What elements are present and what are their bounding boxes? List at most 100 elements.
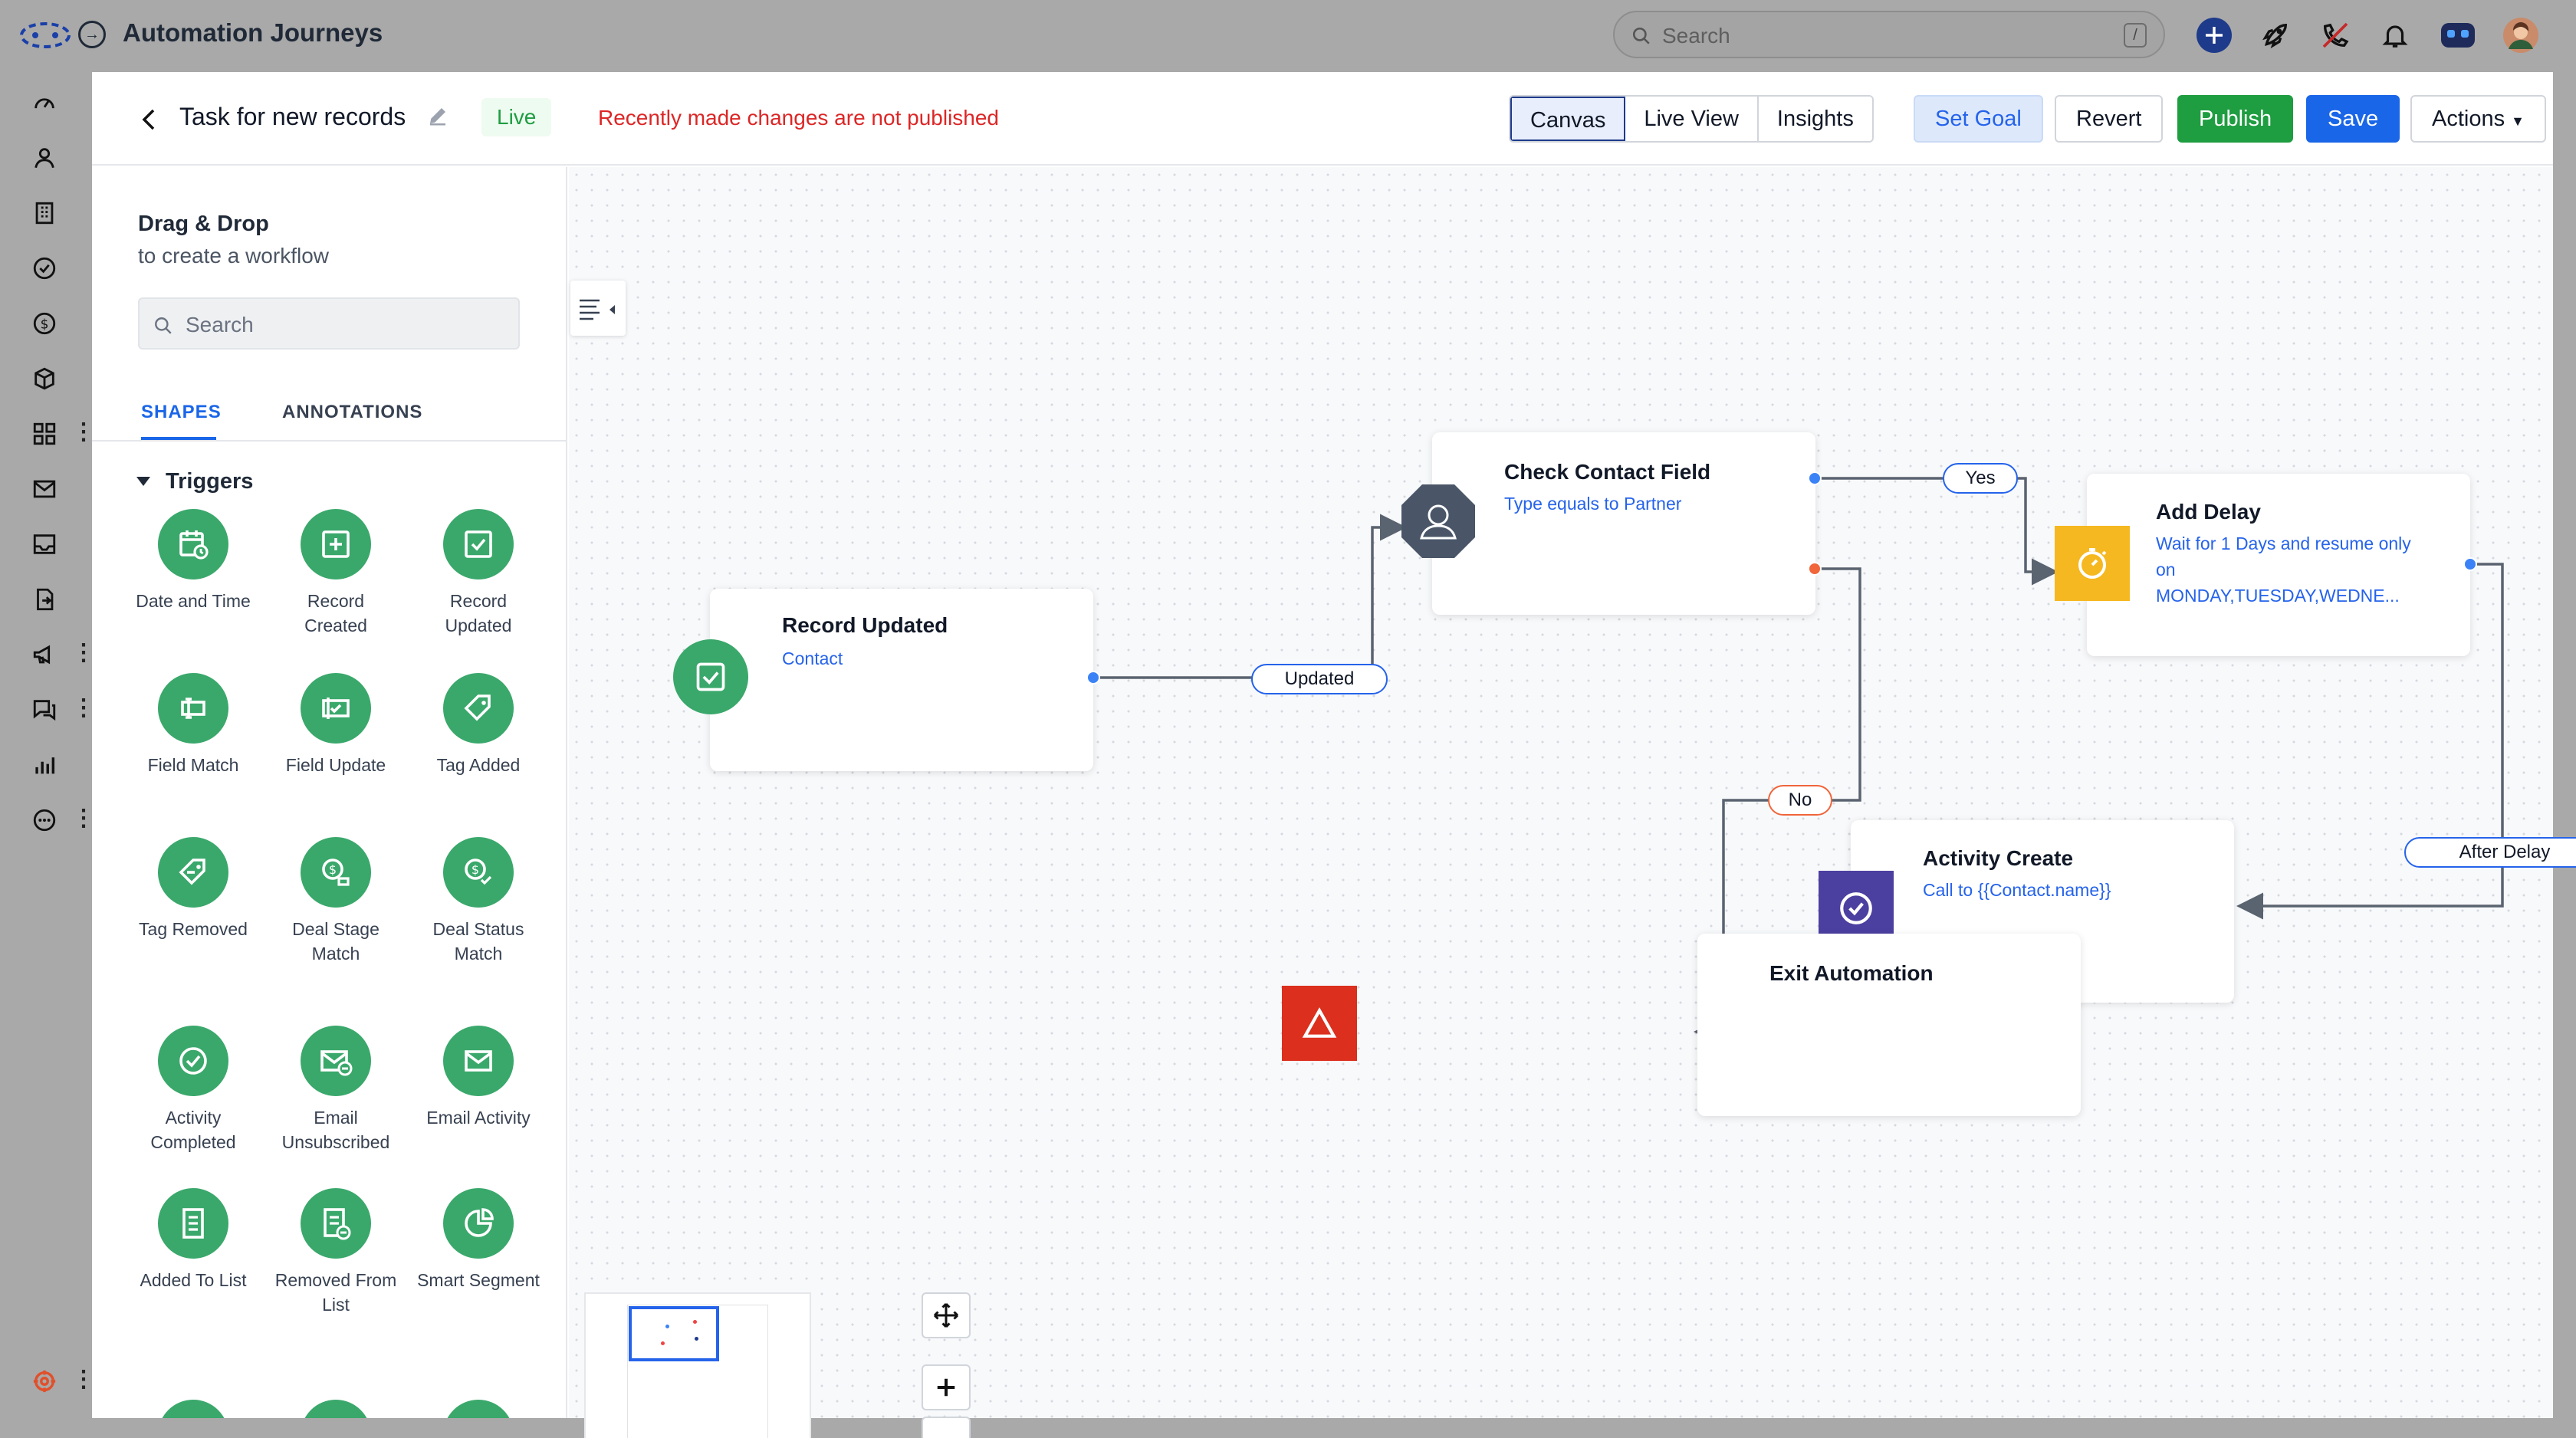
publish-button[interactable]: Publish	[2177, 95, 2294, 143]
tab-annotations[interactable]: ANNOTATIONS	[282, 402, 423, 422]
revert-button[interactable]: Revert	[2055, 95, 2164, 143]
reports-icon[interactable]	[28, 748, 61, 782]
shape-record-updated[interactable]: Record Updated	[417, 509, 540, 638]
node-record-updated[interactable]: Record Updated Contact	[710, 589, 1093, 771]
bell-icon[interactable]	[2377, 17, 2413, 54]
activity-icon[interactable]	[1819, 871, 1894, 946]
chat-more-icon[interactable]: ⋮	[72, 695, 95, 721]
shape-email-activity[interactable]: Email Activity	[417, 1026, 540, 1130]
app-title: Automation Journeys	[123, 18, 383, 47]
minimap-viewport[interactable]	[629, 1306, 719, 1361]
avatar[interactable]	[2502, 17, 2539, 54]
zoom-in-button[interactable]	[922, 1364, 971, 1410]
shape-field-match[interactable]: Field Match	[132, 673, 255, 777]
shape-field-update[interactable]: Field Update	[274, 673, 397, 777]
collapse-panel-button[interactable]	[570, 281, 626, 336]
rocket-icon[interactable]	[2257, 17, 2294, 54]
active-tab-indicator	[141, 437, 216, 440]
shape-partial[interactable]	[132, 1400, 255, 1418]
minimap[interactable]	[584, 1292, 811, 1438]
edge-label-updated[interactable]: Updated	[1251, 664, 1388, 694]
horizontal-scrollbar[interactable]	[92, 1418, 2553, 1438]
chat-icon[interactable]	[28, 693, 61, 727]
plus-icon	[937, 1378, 955, 1397]
shape-added-to-list[interactable]: Added To List	[132, 1188, 255, 1292]
collapse-panel-icon	[580, 299, 615, 320]
products-icon[interactable]	[28, 362, 61, 396]
shape-partial[interactable]	[417, 1400, 540, 1418]
shape-date-and-time[interactable]: Date and Time	[132, 509, 255, 613]
caret-down-icon: ▼	[2511, 113, 2525, 129]
node-add-delay[interactable]: Add Delay Wait for 1 Days and resume onl…	[2087, 474, 2470, 656]
actions-label: Actions	[2432, 107, 2505, 131]
shape-deal-status-match[interactable]: $Deal Status Match	[417, 837, 540, 966]
exit-icon[interactable]	[1282, 986, 1357, 1061]
apps-more-icon[interactable]: ⋮	[72, 419, 95, 445]
output-port[interactable]	[1086, 671, 1100, 685]
shapes-search-input[interactable]: Search	[138, 297, 520, 350]
journey-header: Task for new records Live Recently made …	[92, 72, 2553, 166]
shape-deal-stage-match[interactable]: $Deal Stage Match	[274, 837, 397, 966]
shape-removed-from-list[interactable]: Removed From List	[274, 1188, 397, 1317]
tab-shapes[interactable]: SHAPES	[141, 402, 222, 422]
shape-label: Email Unsubscribed	[281, 1108, 390, 1152]
tab-insights[interactable]: Insights	[1758, 97, 1872, 141]
shape-partial[interactable]	[274, 1400, 397, 1418]
companies-icon[interactable]	[28, 196, 61, 230]
logo-icon[interactable]	[18, 20, 72, 51]
triggers-section-title[interactable]: Triggers	[166, 469, 254, 494]
dashboard-icon[interactable]	[28, 86, 61, 120]
more-icon[interactable]	[28, 803, 61, 837]
email-icon[interactable]	[28, 472, 61, 506]
global-search-input[interactable]: Search /	[1613, 11, 2165, 58]
segment-icon	[443, 1188, 514, 1259]
actions-button[interactable]: Actions ▼	[2410, 95, 2546, 143]
shape-smart-segment[interactable]: Smart Segment	[417, 1188, 540, 1292]
settings-icon[interactable]	[28, 1364, 61, 1398]
zoom-out-button[interactable]	[922, 1417, 971, 1438]
forms-icon[interactable]	[28, 583, 61, 616]
node-check-contact-field[interactable]: Check Contact Field Type equals to Partn…	[1432, 432, 1815, 615]
edges-layer	[1093, 477, 2504, 1046]
node-exit-automation[interactable]: Exit Automation	[1697, 934, 2081, 1116]
apps-icon[interactable]	[28, 417, 61, 451]
condition-icon[interactable]	[1398, 481, 1478, 561]
record-updated-icon[interactable]	[673, 639, 748, 714]
shape-activity-completed[interactable]: Activity Completed	[132, 1026, 255, 1154]
tab-canvas[interactable]: Canvas	[1510, 97, 1626, 141]
contacts-icon[interactable]	[28, 141, 61, 175]
yes-port[interactable]	[1808, 471, 1822, 485]
edge-label-no[interactable]: No	[1768, 785, 1832, 816]
shape-email-unsubscribed[interactable]: Email Unsubscribed	[274, 1026, 397, 1154]
shape-record-created[interactable]: Record Created	[274, 509, 397, 638]
campaigns-more-icon[interactable]: ⋮	[72, 640, 95, 665]
tab-live-view[interactable]: Live View	[1625, 97, 1759, 141]
plus-circle-icon[interactable]	[2196, 17, 2233, 54]
shape-tag-added[interactable]: Tag Added	[417, 673, 540, 777]
back-icon[interactable]	[135, 104, 163, 135]
settings-more-icon[interactable]: ⋮	[72, 1367, 95, 1392]
shape-tag-removed[interactable]: Tag Removed	[132, 837, 255, 941]
fit-view-button[interactable]	[922, 1292, 971, 1338]
phone-off-icon[interactable]	[2317, 17, 2354, 54]
more-dots-icon[interactable]: ⋮	[72, 806, 95, 831]
shape-label: Tag Removed	[139, 919, 248, 939]
timer-icon[interactable]	[2055, 526, 2130, 601]
edge-label-yes[interactable]: Yes	[1943, 463, 2018, 494]
no-port[interactable]	[1808, 562, 1822, 576]
expand-nav-icon[interactable]: →	[78, 21, 106, 48]
inbox-icon[interactable]	[28, 527, 61, 561]
workflow-canvas[interactable]: Record Updated Contact Check Contact Fie…	[569, 167, 2576, 1438]
deals-icon[interactable]: $	[28, 307, 61, 340]
check-circle-icon	[158, 1026, 228, 1096]
tasks-icon[interactable]	[28, 251, 61, 285]
set-goal-button[interactable]: Set Goal	[1914, 95, 2043, 143]
edge-label-after-delay[interactable]: After Delay	[2404, 837, 2576, 868]
save-button[interactable]: Save	[2306, 95, 2400, 143]
collapse-caret-icon[interactable]	[136, 477, 150, 486]
bot-icon[interactable]	[2440, 17, 2476, 54]
edit-title-icon[interactable]	[426, 104, 449, 127]
output-port[interactable]	[2463, 557, 2477, 571]
vertical-scrollbar[interactable]	[2553, 72, 2576, 1438]
campaigns-icon[interactable]	[28, 638, 61, 671]
